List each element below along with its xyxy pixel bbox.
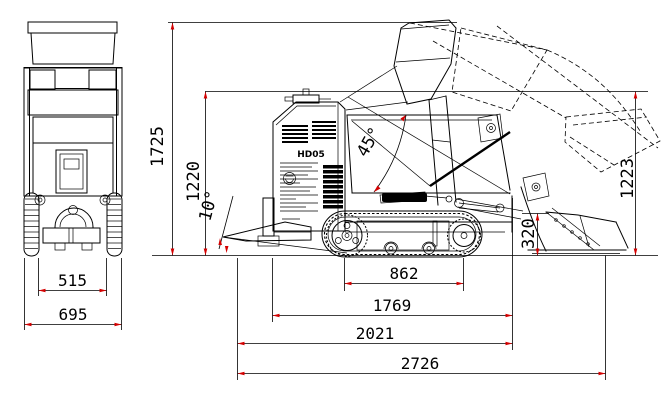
side-view: HD05: [148, 19, 661, 380]
dimension-1769: 1769: [272, 198, 513, 350]
dimension-1223: 1223: [618, 91, 638, 256]
hopper-body: [30, 32, 116, 65]
angle-label-45: 45°: [353, 124, 386, 161]
dim-label-515: 515: [58, 271, 87, 290]
bottom-rollers: [383, 241, 437, 255]
idler-wheel: [447, 218, 481, 253]
dimension-1725: 1725: [148, 22, 175, 256]
dim-label-2726: 2726: [401, 354, 440, 373]
dimension-2726: 2726: [237, 255, 606, 380]
dimension-862: 862: [344, 258, 464, 291]
axle-housing: [54, 207, 94, 228]
hood-louvers: [282, 121, 336, 143]
dim-label-2021: 2021: [356, 324, 395, 343]
dim-label-1725: 1725: [148, 126, 168, 167]
side-view-machine: HD05: [222, 19, 661, 258]
dim-label-320: 320: [519, 218, 539, 249]
front-blade: [222, 197, 348, 254]
right-track: [106, 192, 123, 257]
skip-bucket-raised: [339, 19, 457, 111]
side-vent-lines: [280, 162, 318, 220]
dim-label-1220: 1220: [184, 161, 204, 202]
dim-label-1223: 1223: [618, 158, 638, 199]
angle-45: 45°: [353, 114, 407, 193]
dimension-695: 695: [24, 258, 122, 330]
hopper-rim: [27, 21, 118, 34]
lift-arm: [428, 95, 504, 206]
dimension-320: 320: [519, 213, 549, 256]
body-frame: [23, 67, 123, 197]
drive-sprocket: [326, 214, 368, 257]
front-view: 515 695: [23, 21, 123, 330]
frame-pad: [382, 193, 427, 202]
brand-logo-icon: [283, 172, 296, 185]
front-view-machine: [23, 21, 123, 257]
model-label: HD05: [297, 150, 325, 160]
chassis-frame: [344, 191, 513, 233]
dimension-1220: 1220: [184, 91, 208, 256]
skip-bucket-carry: [346, 96, 511, 202]
dim-label-695: 695: [59, 305, 88, 324]
engine-box: [55, 149, 88, 194]
dimension-515: 515: [38, 258, 107, 296]
left-track: [23, 192, 40, 257]
dim-label-862: 862: [390, 264, 419, 283]
engine-housing: HD05: [272, 88, 346, 232]
dimension-2021: 2021: [237, 258, 513, 380]
track-undercarriage: [321, 210, 483, 258]
skip-bucket-lowered: [455, 172, 629, 254]
skip-bucket-tipped-dashed: [409, 22, 661, 173]
dim-label-1769: 1769: [373, 296, 412, 315]
side-grille-bars: [323, 165, 343, 209]
